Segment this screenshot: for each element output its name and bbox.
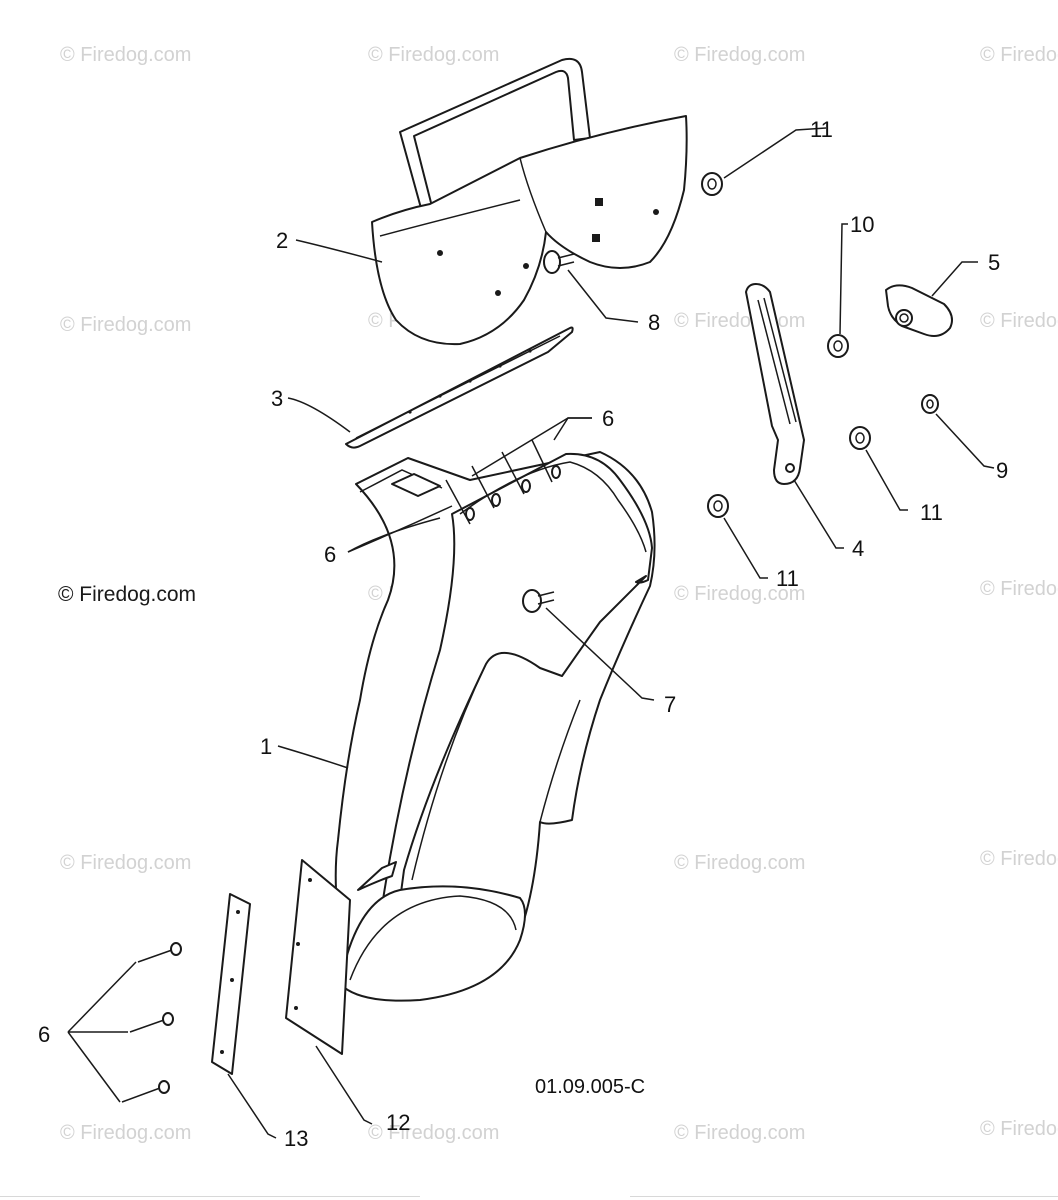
callout-5: 5 bbox=[988, 250, 1000, 275]
part-10-washer bbox=[827, 334, 849, 358]
leader-lines bbox=[67, 127, 995, 1139]
part-11-washer-mid bbox=[707, 494, 729, 518]
bottom-divider-left bbox=[0, 1196, 420, 1197]
part-6-rivets-top bbox=[445, 439, 561, 525]
callout-4: 4 bbox=[852, 536, 864, 561]
callout-6-mid: 6 bbox=[324, 542, 336, 567]
callout-11-top: 11 bbox=[810, 117, 833, 142]
part-2-deflector bbox=[371, 57, 688, 346]
callout-2: 2 bbox=[276, 228, 288, 253]
callout-6-top: 6 bbox=[602, 406, 614, 431]
callout-12: 12 bbox=[386, 1110, 410, 1135]
callout-1: 1 bbox=[260, 734, 272, 759]
callout-13: 13 bbox=[284, 1126, 308, 1151]
diagram-reference-code: 01.09.005-C bbox=[535, 1076, 646, 1098]
callout-11-right: 11 bbox=[920, 500, 943, 525]
part-13-strip bbox=[211, 893, 251, 1075]
copyright-credit: © Firedog.com bbox=[58, 583, 197, 606]
part-11-washer-top bbox=[701, 172, 723, 196]
callout-10: 10 bbox=[850, 212, 874, 237]
callout-9: 9 bbox=[996, 458, 1008, 483]
part-9-nut bbox=[921, 394, 939, 414]
callout-11-mid: 11 bbox=[776, 566, 799, 591]
part-11-washer-right bbox=[849, 426, 871, 450]
callout-7: 7 bbox=[664, 692, 676, 717]
part-3-strip bbox=[345, 326, 574, 449]
callout-8: 8 bbox=[648, 310, 660, 335]
part-4-bracket bbox=[745, 283, 805, 485]
part-12-plate bbox=[285, 859, 351, 1055]
callout-3: 3 bbox=[271, 386, 283, 411]
callout-6-bottom: 6 bbox=[38, 1022, 50, 1047]
part-7-pin bbox=[522, 589, 555, 613]
part-1-chute bbox=[334, 451, 656, 1002]
part-8-pin bbox=[543, 250, 575, 274]
part-5-knob bbox=[885, 284, 953, 337]
part-6-rivets-loose bbox=[121, 942, 182, 1103]
bottom-divider-right bbox=[630, 1196, 1058, 1197]
